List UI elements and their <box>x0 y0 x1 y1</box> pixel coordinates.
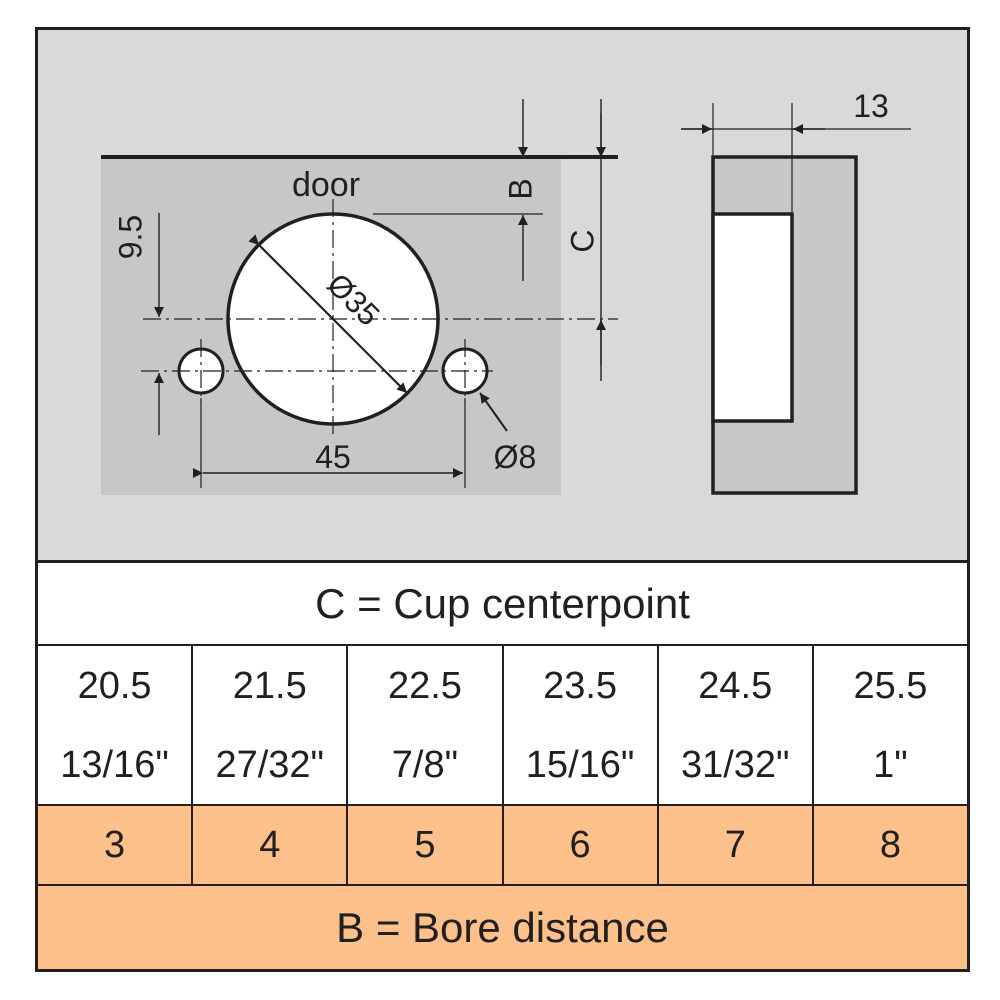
inch-cell: 7/8" <box>346 726 501 804</box>
bore-distance-row: 3 4 5 6 7 8 <box>38 806 967 886</box>
hinge-cup-diagram: Ø35 door B C 9.5 45 Ø8 <box>101 88 911 495</box>
c-dimension-label: C <box>564 229 600 252</box>
bore-cell: 4 <box>191 806 346 884</box>
bore-distance-title: B = Bore distance <box>38 886 967 969</box>
bore-cell: 7 <box>656 806 812 884</box>
inch-cell: 13/16" <box>60 743 169 786</box>
cup-centerpoint-inch-row: 13/16" 27/32" 7/8" 15/16" 31/32" 1" <box>38 726 967 806</box>
drawing-panel: Ø35 door B C 9.5 45 Ø8 <box>38 30 967 560</box>
mm-cell: 24.5 <box>656 646 812 726</box>
cup-diameter-dimension-line <box>248 234 408 394</box>
mm-cell: 22.5 <box>346 646 501 726</box>
inch-cell: 27/32" <box>191 726 346 804</box>
hole-diameter-leader <box>479 392 508 432</box>
bore-cell: 6 <box>501 806 657 884</box>
bore-cell: 3 <box>104 823 126 866</box>
side-view-cup-recess <box>711 212 794 423</box>
bore-cell: 5 <box>346 806 501 884</box>
inch-cell: 1" <box>811 726 967 804</box>
dim-45-label: 45 <box>315 439 351 475</box>
hole-diameter-label: Ø8 <box>494 439 537 475</box>
cup-centerpoint-title: C = Cup centerpoint <box>38 560 967 646</box>
door-label: door <box>292 166 360 204</box>
mm-cell: 23.5 <box>501 646 657 726</box>
mm-cell: 21.5 <box>191 646 346 726</box>
hinge-drilling-chart: Ø35 door B C 9.5 45 Ø8 <box>35 27 970 972</box>
inch-cell: 31/32" <box>656 726 812 804</box>
mm-cell: 20.5 <box>77 664 152 707</box>
inch-cell: 15/16" <box>501 726 657 804</box>
b-dimension-label: B <box>502 178 538 199</box>
cup-centerpoint-mm-row: 20.5 21.5 22.5 23.5 24.5 25.5 <box>38 646 967 726</box>
mm-cell: 25.5 <box>811 646 967 726</box>
dim-9-5-label: 9.5 <box>112 215 148 259</box>
bore-cell: 8 <box>811 806 967 884</box>
dim-13-label: 13 <box>853 88 889 124</box>
